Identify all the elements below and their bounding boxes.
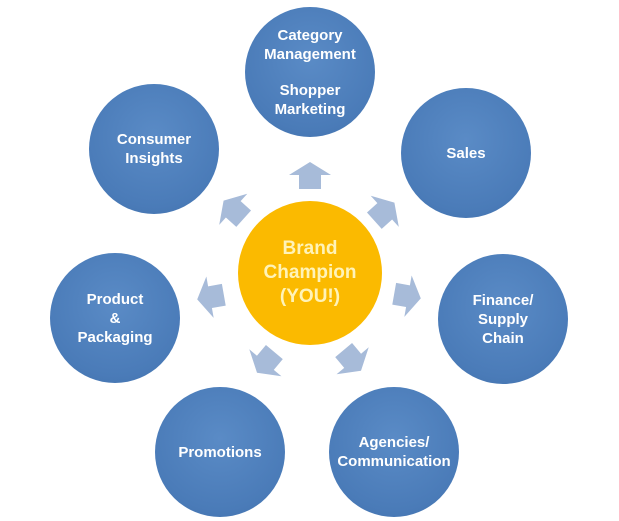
node-label: Sales xyxy=(446,144,486,162)
arrow-icon xyxy=(392,275,421,317)
node-label: Communication xyxy=(337,453,451,470)
node-label: Shopper xyxy=(279,81,341,99)
node-promotions: Promotions xyxy=(155,387,285,517)
center-label: Brand xyxy=(282,238,338,259)
arrow-icon xyxy=(197,276,226,318)
center-label: (YOU!) xyxy=(279,286,341,307)
node-category-management: Category Management Shopper Marketing xyxy=(245,7,375,137)
arrow-icon xyxy=(289,162,331,189)
node-label: Packaging xyxy=(77,328,153,346)
node-product-packaging: Product & Packaging xyxy=(50,253,180,383)
node-consumer-insights: Consumer Insights xyxy=(89,84,219,214)
node-label: Marketing xyxy=(274,100,346,118)
node-finance-supply-chain: Finance/ Supply Chain xyxy=(438,254,568,384)
node-label: Insights xyxy=(125,150,183,167)
center-label: Champion xyxy=(263,262,357,283)
arrow-icon xyxy=(219,193,252,227)
node-label: Category xyxy=(277,26,343,44)
node-label: Consumer xyxy=(116,131,192,148)
node-label: Management xyxy=(264,45,356,63)
node-label: Product xyxy=(86,290,144,308)
arrow-icon xyxy=(366,195,399,229)
node-sales: Sales xyxy=(401,88,531,218)
node-label: & xyxy=(109,309,121,327)
center-brand-champion: Brand Champion (YOU!) xyxy=(238,201,382,345)
node-agencies-communication: Agencies/ Communication xyxy=(329,387,459,517)
node-label: Promotions xyxy=(178,443,262,461)
arrow-icon xyxy=(335,342,369,375)
arrow-icon xyxy=(249,344,283,377)
node-label: Agencies/ xyxy=(358,434,430,451)
node-label: Supply xyxy=(477,310,528,328)
node-label: Finance/ xyxy=(472,291,534,309)
node-label: Chain xyxy=(482,329,524,347)
